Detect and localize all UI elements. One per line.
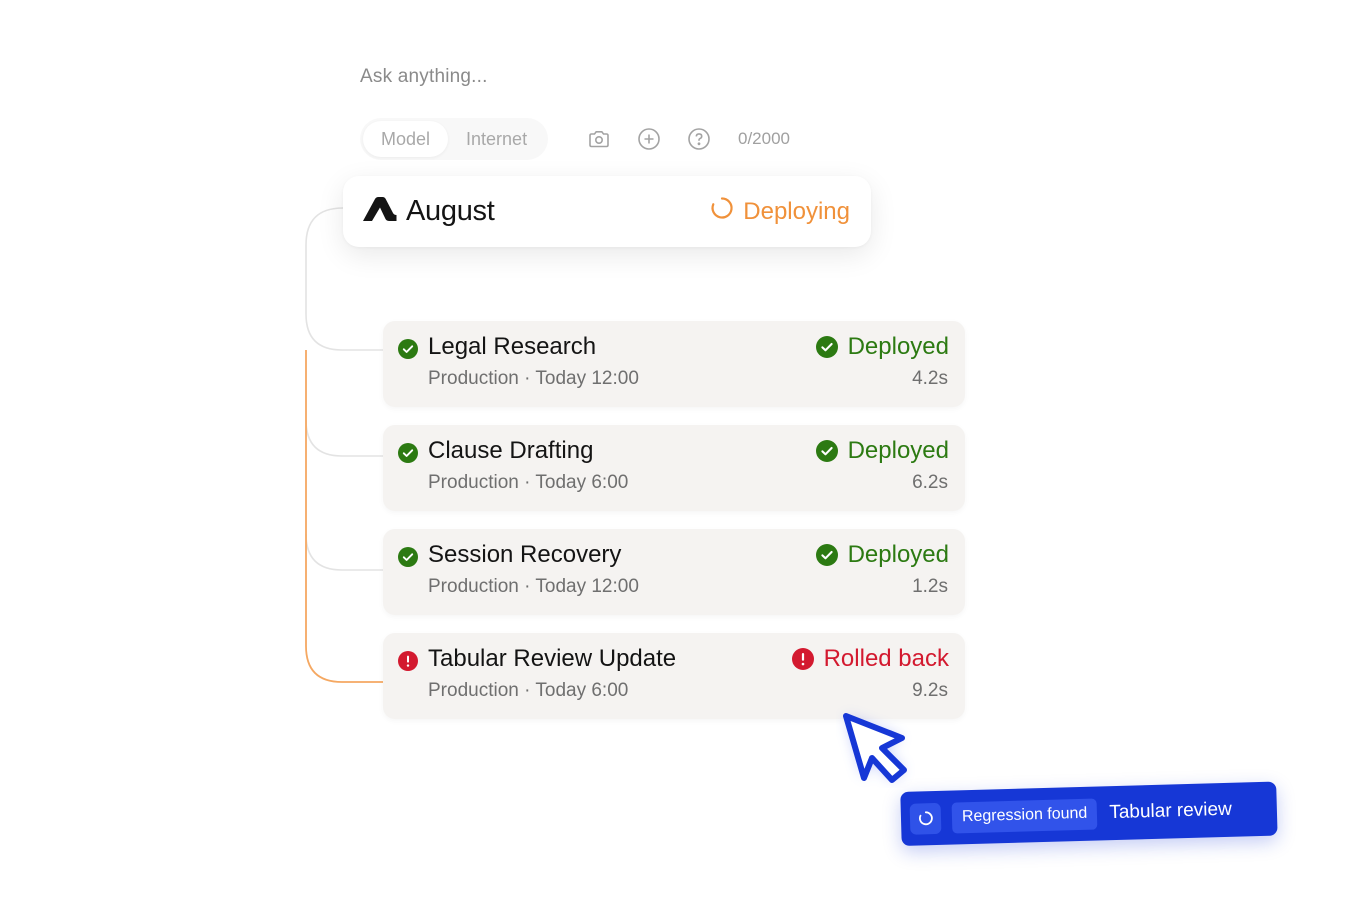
job-meta: Production · Today 6:00 [428, 680, 629, 701]
job-duration: 6.2s [912, 472, 948, 493]
job-duration: 4.2s [912, 368, 948, 389]
job-status-label: Deployed [847, 541, 949, 568]
job-name: Clause Drafting [428, 437, 594, 464]
deploying-status: Deploying [710, 196, 850, 227]
mode-option-internet[interactable]: Internet [466, 128, 528, 149]
toast-spinner [909, 802, 942, 835]
job-name: Session Recovery [428, 541, 622, 568]
check-circle-icon [398, 547, 418, 567]
alert-circle-icon [791, 648, 814, 670]
job-meta: Production · Today 6:00 [428, 472, 629, 493]
job-status-label: Rolled back [823, 645, 949, 672]
deploying-label: Deploying [743, 197, 850, 225]
job-duration: 9.2s [912, 680, 948, 701]
deployment-row[interactable]: Clause Drafting Production · Today 6:00 … [383, 425, 965, 511]
app-name: August [406, 195, 495, 227]
deployment-header-card[interactable]: August Deploying [343, 176, 871, 247]
alert-circle-icon [398, 651, 418, 671]
spinner-icon [918, 811, 933, 826]
deployment-row[interactable]: Legal Research Production · Today 12:00 … [383, 321, 965, 407]
camera-icon[interactable] [586, 126, 612, 152]
regression-toast[interactable]: Regression found Tabular review [900, 781, 1278, 846]
prompt-input[interactable]: Ask anything... [360, 66, 488, 87]
job-status: Rolled back [791, 645, 949, 673]
job-name: Legal Research [428, 333, 597, 360]
cursor-pointer-icon [843, 713, 907, 783]
deployment-row[interactable]: Session Recovery Production · Today 12:0… [383, 529, 965, 615]
regression-badge: Regression found [951, 798, 1098, 834]
check-circle-icon [398, 339, 418, 359]
deployment-row[interactable]: Tabular Review Update Production · Today… [383, 633, 965, 719]
job-status-label: Deployed [847, 437, 949, 464]
plus-circle-icon[interactable] [636, 126, 662, 152]
help-circle-icon[interactable] [686, 126, 712, 152]
job-status: Deployed [815, 333, 949, 361]
check-circle-icon [398, 443, 418, 463]
job-meta: Production · Today 12:00 [428, 368, 639, 389]
check-circle-icon [815, 544, 838, 566]
mode-toggle[interactable]: Model Internet [360, 118, 549, 160]
char-counter: 0/2000 [738, 129, 790, 148]
check-circle-icon [815, 336, 838, 358]
job-status: Deployed [815, 541, 949, 569]
job-status-label: Deployed [847, 333, 949, 360]
spinner-icon [710, 196, 734, 227]
job-status: Deployed [815, 437, 949, 465]
job-name: Tabular Review Update [428, 645, 677, 672]
check-circle-icon [815, 440, 838, 462]
mode-option-model[interactable]: Model [363, 121, 449, 157]
august-logo-icon [363, 196, 397, 227]
job-meta: Production · Today 12:00 [428, 576, 639, 597]
job-duration: 1.2s [912, 576, 948, 597]
toast-label: Tabular review [1109, 798, 1233, 824]
